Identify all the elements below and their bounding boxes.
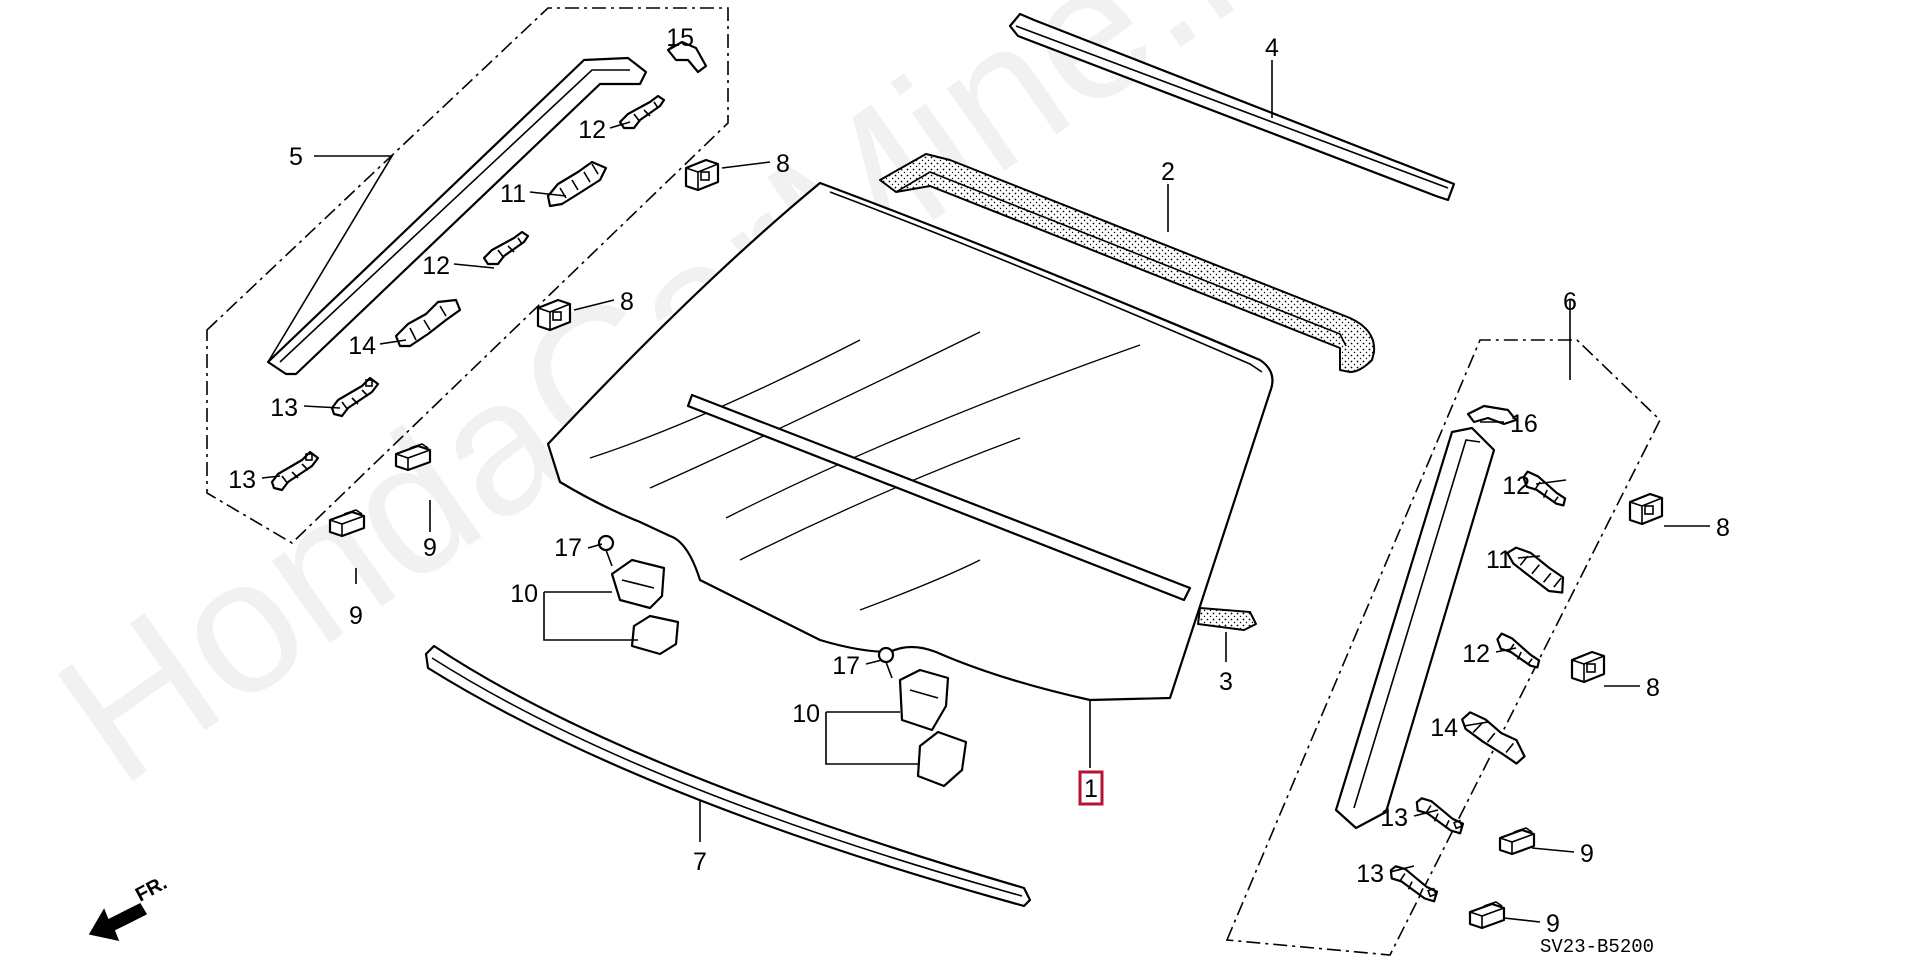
part-8-fastener-lower-right[interactable] [1570, 650, 1606, 684]
callout-10-lower[interactable]: 10 [792, 700, 820, 728]
part-15-clip[interactable] [666, 40, 708, 74]
callout-9-lower-right[interactable]: 9 [1546, 910, 1560, 938]
part-9-fastener-lower-right[interactable] [1468, 900, 1506, 930]
callout-12-lower-left[interactable]: 12 [422, 252, 450, 280]
part-11-clip-left[interactable] [546, 160, 608, 208]
callout-17-lower[interactable]: 17 [832, 652, 860, 680]
callout-9-lower-left[interactable]: 9 [349, 602, 363, 630]
left-molding-kit-outline [206, 7, 729, 544]
callout-8-lower-right[interactable]: 8 [1646, 674, 1660, 702]
part-10-bracket-upper-b[interactable] [630, 614, 680, 656]
part-1-highlight-box [1078, 770, 1104, 806]
part-14-clip-left[interactable] [394, 298, 462, 348]
callout-6[interactable]: 6 [1563, 288, 1577, 316]
callout-14-left[interactable]: 14 [348, 332, 376, 360]
right-molding-kit-outline [1225, 339, 1661, 956]
callout-12-upper-right[interactable]: 12 [1502, 472, 1530, 500]
callout-12-upper-left[interactable]: 12 [578, 116, 606, 144]
part-14-clip-right[interactable] [1459, 698, 1527, 777]
part-17-screw-lower[interactable] [877, 646, 895, 679]
front-direction-arrow: FR. [88, 872, 171, 942]
part-7-lower-molding[interactable] [424, 644, 1032, 908]
callout-5[interactable]: 5 [289, 143, 303, 171]
callout-16[interactable]: 16 [1510, 410, 1538, 438]
part-10-bracket-upper-a[interactable] [610, 558, 666, 610]
leader-lines [261, 43, 1710, 923]
callout-7[interactable]: 7 [693, 848, 707, 876]
part-13-clip-lower-right[interactable] [1387, 854, 1441, 914]
callout-3[interactable]: 3 [1219, 668, 1233, 696]
part-10-bracket-lower-b[interactable] [916, 730, 968, 788]
callout-13-upper-left[interactable]: 13 [270, 394, 298, 422]
callout-14-right[interactable]: 14 [1430, 714, 1458, 742]
callout-8-mid-left[interactable]: 8 [620, 288, 634, 316]
part-13-clip-upper-right[interactable] [1413, 786, 1467, 846]
part-11-clip-right[interactable] [1505, 534, 1569, 607]
callout-17-upper[interactable]: 17 [554, 534, 582, 562]
callout-15[interactable]: 15 [666, 24, 694, 52]
callout-9-left[interactable]: 9 [423, 534, 437, 562]
callout-2[interactable]: 2 [1161, 158, 1175, 186]
callout-13-lower-right[interactable]: 13 [1356, 860, 1384, 888]
part-2-upper-windshield-seal[interactable] [879, 153, 1376, 373]
part-10-bracket-lower-a[interactable] [898, 668, 950, 732]
part-17-screw-upper[interactable] [597, 534, 615, 567]
part-5-left-pillar-molding[interactable] [266, 56, 648, 376]
callout-12-lower-right[interactable]: 12 [1462, 640, 1490, 668]
callout-10-upper[interactable]: 10 [510, 580, 538, 608]
part-6-right-pillar-molding[interactable] [1334, 426, 1496, 830]
callout-4[interactable]: 4 [1265, 34, 1279, 62]
callout-11-right[interactable]: 11 [1486, 546, 1512, 574]
part-4-upper-molding[interactable] [1008, 12, 1456, 202]
callout-9-upper-right[interactable]: 9 [1580, 840, 1594, 868]
callout-8-upper-left[interactable]: 8 [776, 150, 790, 178]
callout-8-upper-right[interactable]: 8 [1716, 514, 1730, 542]
callout-11-left[interactable]: 11 [500, 180, 526, 208]
front-direction-label: FR. [132, 872, 171, 907]
diagram-code: SV23-B5200 [1540, 936, 1654, 958]
callout-13-upper-right[interactable]: 13 [1380, 804, 1408, 832]
callout-13-lower-left[interactable]: 13 [228, 466, 256, 494]
part-12-clip-lower-left[interactable] [482, 230, 530, 266]
part-3-side-seal[interactable] [1197, 607, 1257, 631]
part-9-fastener-upper-right[interactable] [1498, 826, 1536, 856]
part-16-clip[interactable] [1466, 404, 1518, 426]
callout-1[interactable]: 1 [1084, 775, 1098, 803]
part-8-fastener-upper-right[interactable] [1628, 492, 1664, 526]
